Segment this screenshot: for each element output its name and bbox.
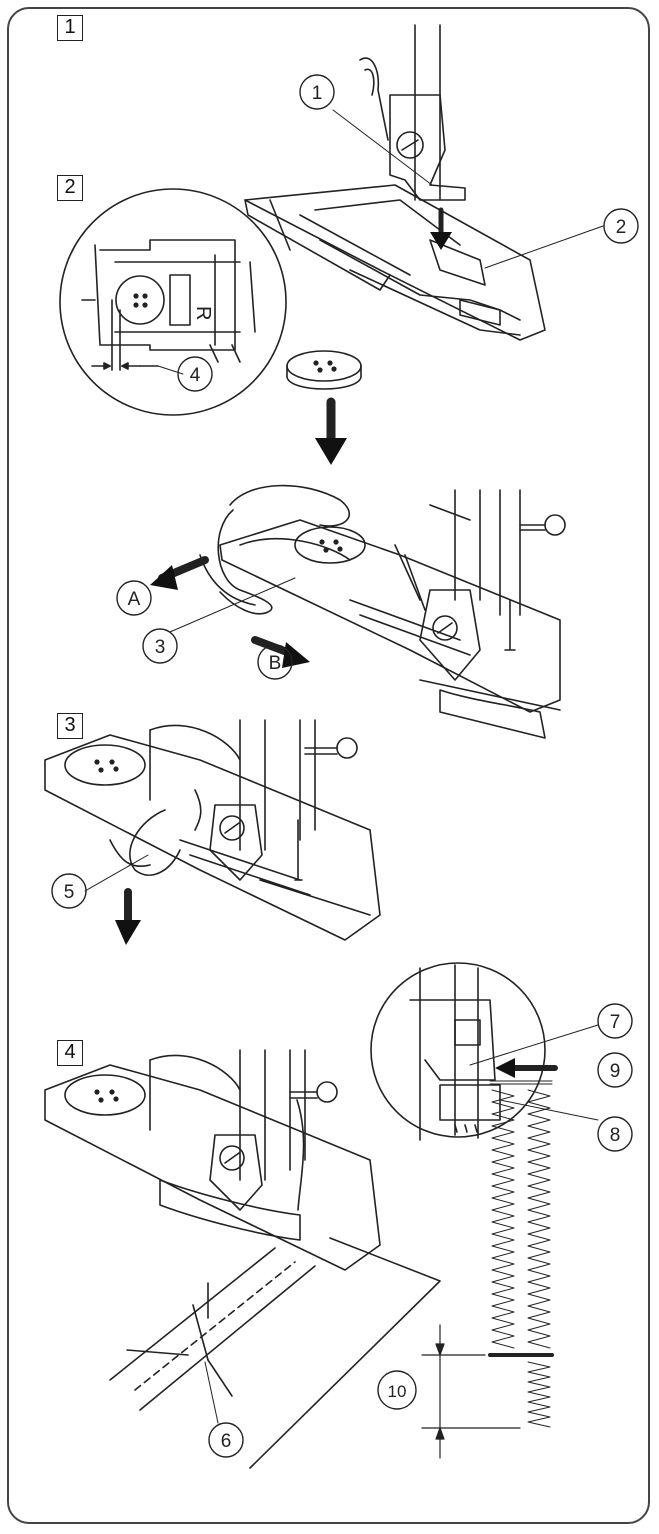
fabric [109, 1237, 441, 1469]
down-arrow-2 [315, 438, 347, 465]
step3-presser-foot [149, 719, 358, 881]
down-arrow-3 [115, 920, 141, 945]
step-2-label: 2 [57, 175, 83, 201]
callout-2: 2 [616, 217, 627, 238]
callout-8: 8 [610, 1125, 621, 1146]
down-arrow-1 [430, 232, 452, 250]
callout-1: 1 [312, 83, 323, 104]
callout-3: 3 [155, 637, 166, 658]
callout-circles [51, 74, 639, 1458]
step-1-label: 1 [57, 15, 83, 41]
button-disc [286, 350, 362, 390]
buttonhole-stitch-pattern [488, 1080, 554, 1428]
letter-a: A [128, 589, 141, 610]
callout-10: 10 [388, 1382, 407, 1401]
step2-presser-foot [394, 489, 566, 681]
inset-lever-detail [370, 962, 546, 1141]
step4-foot [44, 1064, 381, 1271]
inset-r-label: R [192, 306, 214, 320]
step2-foot-with-button [219, 519, 561, 739]
callout-6: 6 [221, 1431, 232, 1452]
callout-4: 4 [190, 365, 201, 386]
dimension-10 [421, 1324, 521, 1459]
step4-presser-foot [149, 1049, 338, 1211]
inset-button-holder [59, 188, 287, 416]
leader-lines [84, 109, 604, 1424]
step-4-label: 4 [57, 1040, 83, 1066]
arrow-9 [495, 1058, 515, 1078]
step1-presser-foot [359, 24, 466, 201]
arrow-b [282, 642, 310, 668]
step3-hand [109, 809, 181, 876]
letter-b: B [269, 653, 282, 674]
step3-foot [44, 734, 381, 941]
callout-5: 5 [64, 882, 75, 903]
arrow-a [150, 565, 178, 590]
callout-9: 9 [610, 1061, 621, 1082]
step-3-label: 3 [57, 713, 83, 739]
callout-7: 7 [610, 1012, 621, 1033]
